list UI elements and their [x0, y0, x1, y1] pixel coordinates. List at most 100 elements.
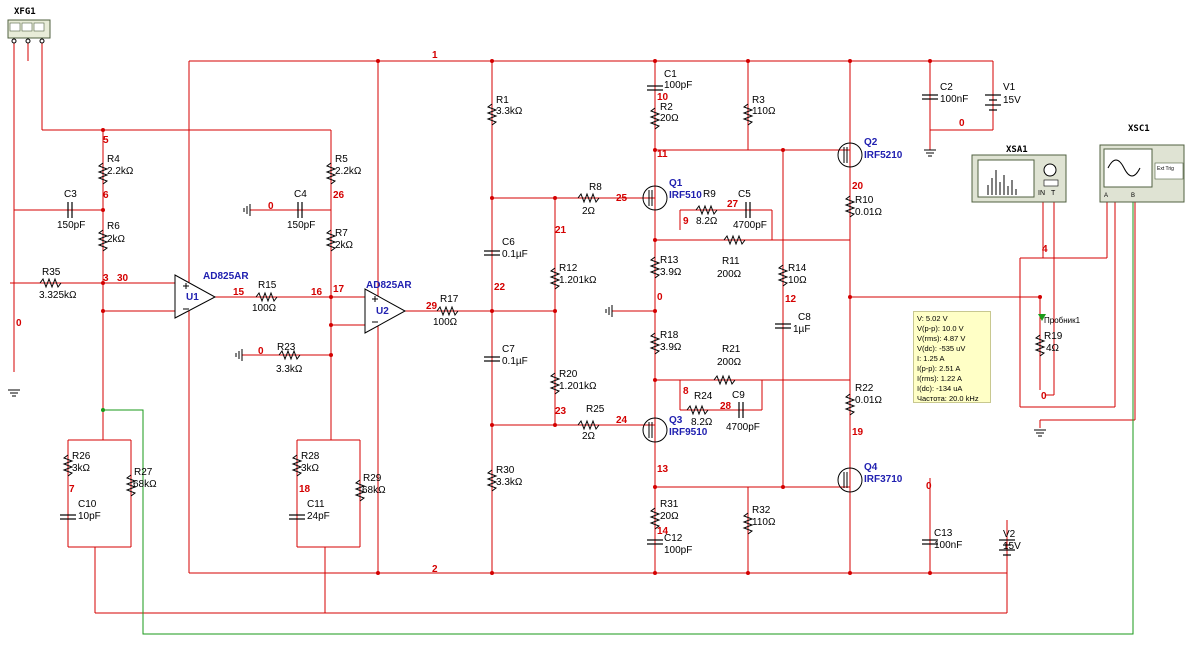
probe-line-irms: I(rms): 1.22 A: [917, 374, 963, 383]
r30-value: 3.3kΩ: [496, 477, 523, 488]
r18-value: 3.9Ω: [660, 342, 682, 353]
r27-ref: R27: [134, 467, 153, 478]
r18-ref: R18: [660, 330, 679, 341]
oscilloscope-xsc1[interactable]: [1099, 144, 1185, 203]
c5-value: 4700pF: [733, 220, 767, 231]
c8-ref: C8: [798, 312, 811, 323]
net-label: 23: [555, 406, 567, 417]
net-label: 26: [333, 190, 345, 201]
r19-ref: R19: [1044, 331, 1063, 342]
r22-value: 0.01Ω: [855, 395, 882, 406]
resistors-h: [39, 192, 746, 431]
c6-value: 0.1µF: [502, 249, 528, 260]
xsc1-b-label: B: [1131, 193, 1135, 199]
q3-ref: Q3: [669, 415, 683, 426]
r10-value: 0.01Ω: [855, 207, 882, 218]
c8-value: 1µF: [793, 324, 810, 335]
r32-value: 110Ω: [752, 517, 776, 528]
junctions: [101, 59, 1042, 575]
r13-ref: R13: [660, 255, 679, 266]
net-label: 3: [103, 273, 109, 284]
xfg1-label: XFG1: [14, 7, 36, 17]
net-label: 17: [333, 284, 345, 295]
r30-ref: R30: [496, 465, 515, 476]
net-label: 0: [16, 318, 22, 329]
c1-ref: C1: [664, 69, 677, 80]
r28-ref: R28: [301, 451, 320, 462]
v2-value: 15V: [1003, 541, 1021, 552]
c12-value: 100pF: [664, 545, 692, 556]
v1-value: 15V: [1003, 95, 1021, 106]
r24-ref: R24: [694, 391, 713, 402]
r14-ref: R14: [788, 263, 807, 274]
spectrum-analyzer-xsa1[interactable]: [971, 154, 1067, 203]
r17-ref: R17: [440, 294, 459, 305]
r21-ref: R21: [722, 344, 741, 355]
probe-line-v: V: 5.02 V: [917, 314, 948, 323]
r6-value: 2kΩ: [107, 234, 126, 245]
probe-marker[interactable]: Пробник1: [1038, 314, 1081, 325]
net-label: 25: [616, 193, 628, 204]
r6-ref: R6: [107, 221, 120, 232]
r15-ref: R15: [258, 280, 277, 291]
probe-line-vrms: V(rms): 4.87 V: [917, 334, 966, 343]
net-label: 10: [657, 92, 669, 103]
r35-value: 3.325kΩ: [39, 290, 77, 301]
net-label: 15: [233, 287, 245, 298]
c4-value: 150pF: [287, 220, 315, 231]
r19-value: 4Ω: [1046, 343, 1060, 354]
probe-line-i: I: 1.25 A: [917, 354, 945, 363]
r4-value: 2.2kΩ: [107, 166, 134, 177]
r9-ref: R9: [703, 189, 716, 200]
v2-ref: V2: [1003, 529, 1016, 540]
c10-value: 10pF: [78, 511, 101, 522]
wires: [10, 43, 1136, 614]
xsa1-in-label: IN: [1038, 190, 1045, 197]
opamp-u2: [364, 288, 407, 334]
function-generator-xfg1[interactable]: [7, 19, 51, 44]
r20-value: 1.201kΩ: [559, 381, 597, 392]
net-label: 24: [616, 415, 628, 426]
net-label: 13: [657, 464, 669, 475]
r9-value: 8.2Ω: [696, 216, 718, 227]
net-label: 22: [494, 282, 506, 293]
r12-ref: R12: [559, 263, 578, 274]
c6-ref: C6: [502, 237, 515, 248]
c2-ref: C2: [940, 82, 953, 93]
net-label: 5: [103, 135, 109, 146]
net-label: 28: [720, 401, 732, 412]
net-label: 20: [852, 181, 864, 192]
c13-value: 100nF: [934, 540, 962, 551]
net-label: 9: [683, 216, 689, 227]
c4-ref: C4: [294, 189, 307, 200]
c7-value: 0.1µF: [502, 356, 528, 367]
q2-part: IRF5210: [864, 150, 903, 161]
capacitors: [60, 85, 938, 545]
r14-value: 10Ω: [788, 275, 807, 286]
r32-ref: R32: [752, 505, 771, 516]
r25-ref: R25: [586, 404, 605, 415]
mosfet-labels: Q1 IRF510 Q2 IRF5210 Q3 IRF9510 Q4 IRF37…: [669, 137, 903, 485]
r8-ref: R8: [589, 182, 602, 193]
r27-value: 68kΩ: [133, 479, 157, 490]
probe-readout-tooltip: V: 5.02 V V(p-p): 10.0 V V(rms): 4.87 V …: [913, 311, 991, 403]
u1-part: AD825AR: [203, 271, 249, 282]
net-label: 0: [959, 118, 965, 129]
xsa1-label: XSA1: [1006, 145, 1028, 155]
net-label: 0: [1041, 391, 1047, 402]
resistors: [62, 103, 1046, 535]
r7-value: 2kΩ: [335, 240, 354, 251]
green-wire: [103, 200, 1134, 635]
r26-value: 3kΩ: [72, 463, 91, 474]
net-label: 0: [657, 292, 663, 303]
c9-ref: C9: [732, 390, 745, 401]
r24-value: 8.2Ω: [691, 417, 713, 428]
r21-value: 200Ω: [717, 357, 742, 368]
c11-ref: C11: [307, 499, 325, 510]
q1-part: IRF510: [669, 190, 702, 201]
net-label: 29: [426, 301, 438, 312]
xsc1-ext-label: Ext Trig: [1157, 166, 1174, 172]
net-labels: 1 2 0 0 0 0 0 0 0 3 30 4 5 6 7 8 9 10 11…: [16, 50, 1048, 575]
r2-ref: R2: [660, 102, 673, 113]
